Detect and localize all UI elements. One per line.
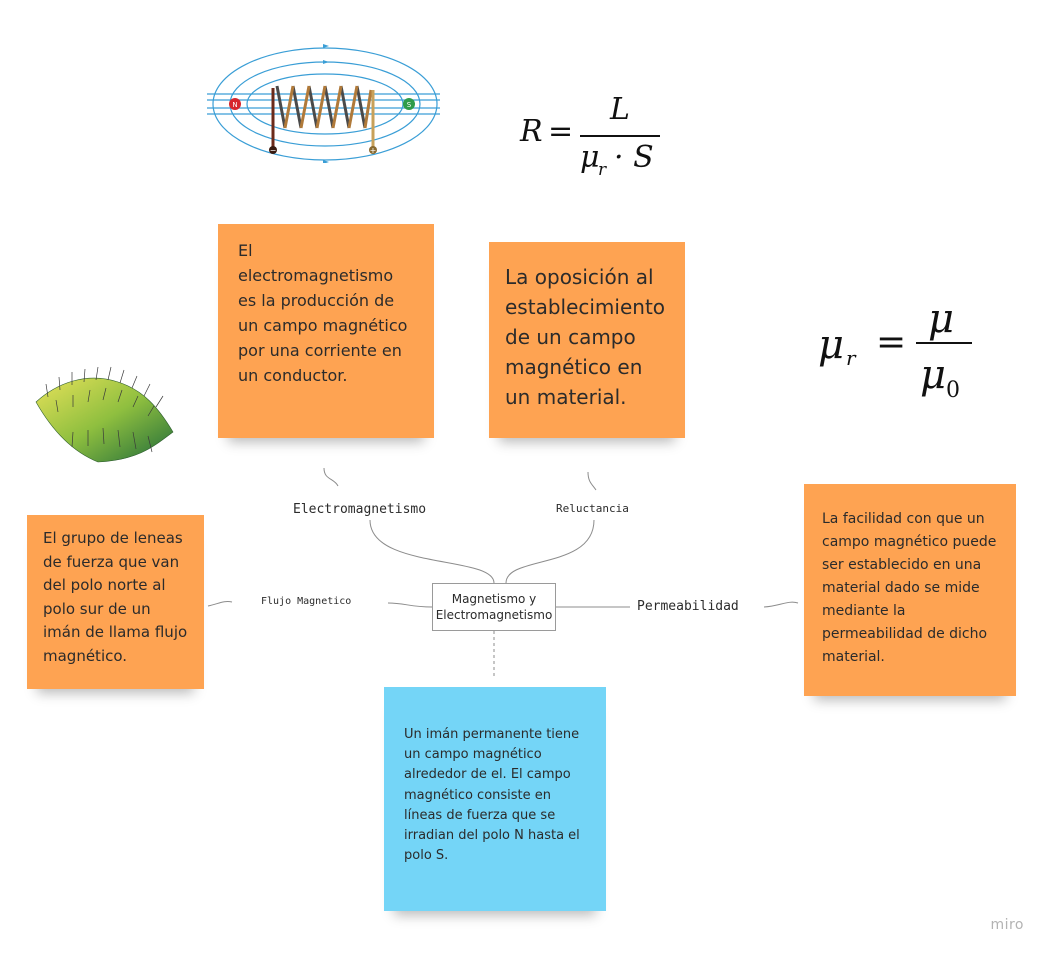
connector-reluctancia (505, 519, 595, 584)
note-electromagnetismo-text: El electromagnetismo es la producción de… (238, 241, 408, 385)
plus-label: + (370, 146, 377, 155)
branch-flujo[interactable]: Flujo Magnetico (261, 596, 352, 607)
formula-mu-sub: r (846, 346, 856, 370)
formula-den-sub2: 0 (946, 378, 960, 403)
fraction-bar2 (916, 342, 972, 344)
note-permeabilidad-text: La facilidad con que un campo magnético … (822, 511, 997, 665)
note-flujo[interactable]: El grupo de leneas de fuerza que van del… (27, 515, 204, 689)
miro-watermark: miro (990, 917, 1024, 933)
connector-electromagnetismo (369, 519, 495, 584)
center-node[interactable]: Magnetismo y Electromagnetismo (432, 583, 556, 631)
flux-surface-illustration (35, 366, 174, 463)
note-flujo-text: El grupo de leneas de fuerza que van del… (43, 529, 188, 665)
formula-mu: μ (818, 322, 844, 368)
note-reluctancia-text: La oposición al establecimiento de un ca… (505, 265, 666, 409)
north-label: N (232, 101, 237, 109)
note-permeabilidad[interactable]: La facilidad con que un campo magnético … (804, 484, 1016, 696)
connector-note-electromagnetismo (323, 467, 339, 487)
solenoid-illustration: N S − + (207, 44, 440, 163)
note-iman[interactable]: Un imán permanente tiene un campo magnét… (384, 687, 606, 911)
formula-den-mu: μ (580, 140, 600, 175)
formula-eq2: = (876, 322, 907, 363)
south-label: S (407, 101, 412, 109)
formula-den-mu2: μ (920, 352, 946, 398)
formula-numerator2: μ (928, 296, 954, 342)
connector-note-reluctancia (587, 471, 597, 491)
branch-electromagnetismo[interactable]: Electromagnetismo (293, 502, 427, 517)
note-iman-text: Un imán permanente tiene un campo magnét… (404, 727, 580, 864)
note-electromagnetismo[interactable]: El electromagnetismo es la producción de… (218, 224, 434, 438)
connector-flujo (387, 602, 433, 608)
branch-reluctancia[interactable]: Reluctancia (556, 502, 629, 515)
connector-note-flujo (207, 601, 233, 607)
formula-lhs: R (520, 114, 543, 149)
north-pole-icon (229, 98, 241, 110)
formula-den-sub: r (598, 160, 607, 180)
branch-permeabilidad[interactable]: Permeabilidad (637, 599, 739, 614)
formula-reluctance: R = L μ r · S (518, 92, 668, 186)
formula-numerator: L (610, 92, 630, 127)
south-pole-icon (403, 98, 415, 110)
formula-den-rest: · S (614, 140, 654, 175)
minus-label: − (270, 146, 277, 155)
fraction-bar (580, 135, 660, 137)
formula-permeability: μ r = μ μ 0 (818, 296, 988, 411)
center-node-label: Magnetismo y Electromagnetismo (435, 592, 553, 622)
formula-eq: = (548, 114, 574, 149)
note-reluctancia[interactable]: La oposición al establecimiento de un ca… (489, 242, 685, 438)
connector-note-permeabilidad (763, 601, 799, 608)
